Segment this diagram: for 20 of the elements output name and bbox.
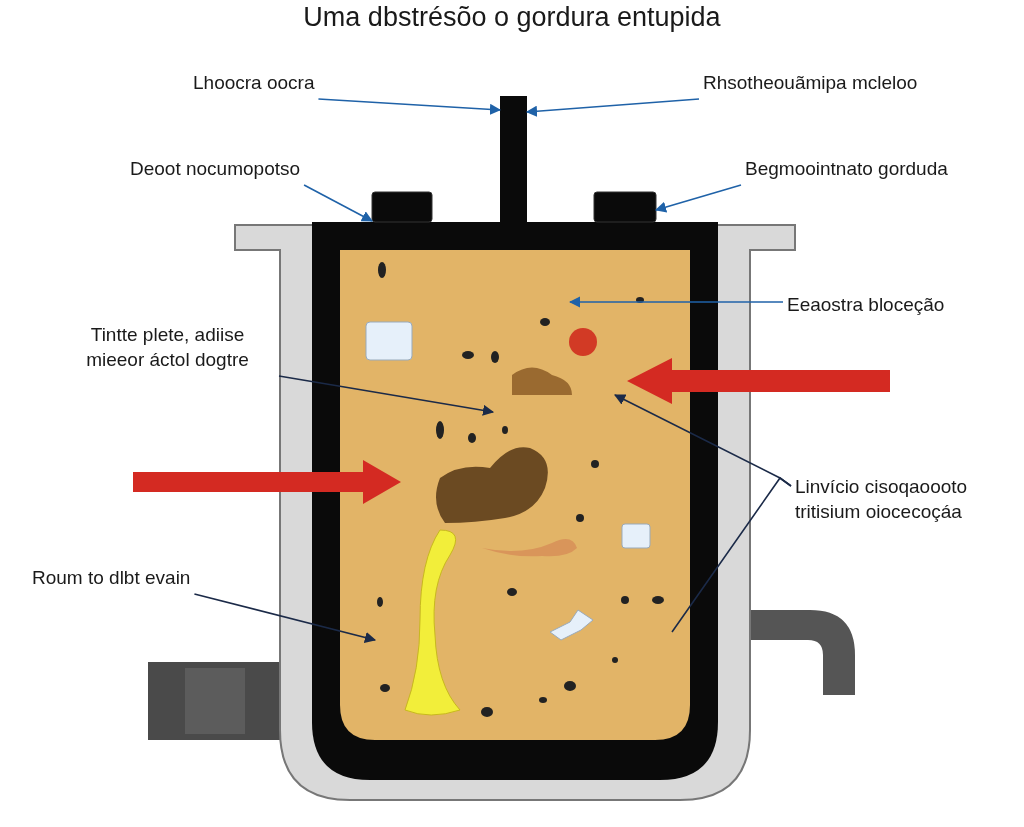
leader-line bbox=[654, 184, 742, 213]
callout-label: Tintte plete, adiise mieeor áctol dogtre bbox=[60, 322, 275, 372]
leader-line bbox=[317, 98, 502, 115]
leader-line bbox=[303, 184, 373, 222]
outlet-cap bbox=[593, 191, 657, 223]
leader-line bbox=[671, 476, 792, 633]
vent-pipe bbox=[500, 96, 527, 222]
title: Uma dbstrésõo o gordura entupida bbox=[302, 2, 722, 33]
callout-label: Begmoointnato gorduda bbox=[745, 156, 948, 181]
callout-label: Deoot nocumopotso bbox=[130, 156, 301, 181]
leader-line bbox=[568, 296, 784, 308]
leader-line bbox=[525, 98, 700, 117]
callout-label: Rhsotheouãmipa mcleloo bbox=[703, 70, 918, 95]
leader-line bbox=[278, 375, 495, 416]
callout-label: Lhoocra oocra bbox=[193, 70, 315, 95]
callout-label: Linvício cisoqaoooto tritisium oiocecoçáa bbox=[795, 474, 1015, 524]
callout-label: Roum to dlbt evain bbox=[32, 565, 191, 590]
callout-label: Eeaostra bloceção bbox=[787, 292, 945, 317]
inlet-cap bbox=[371, 191, 433, 223]
leader-line bbox=[193, 593, 377, 643]
